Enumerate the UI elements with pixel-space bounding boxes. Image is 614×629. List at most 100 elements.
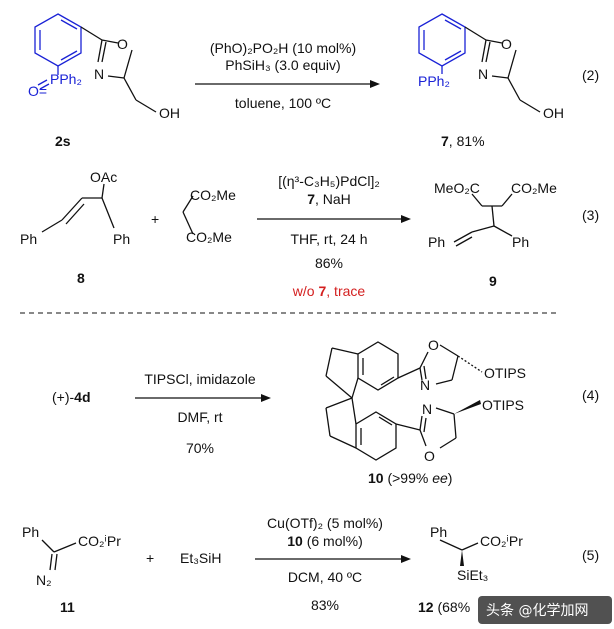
bond — [507, 77, 521, 101]
bond — [397, 367, 421, 379]
equation-number-5: (5) — [582, 547, 599, 563]
plus-sign: + — [151, 211, 159, 227]
catalyst-3: [(η³-C₃H₅)PdCl]₂ — [278, 173, 380, 189]
bond — [491, 75, 509, 79]
ester-label: CO₂Me — [186, 229, 232, 245]
bond — [101, 183, 105, 199]
bond — [65, 203, 85, 225]
bond — [53, 542, 77, 553]
oxide-oxygen: O= — [28, 83, 47, 99]
watermark-background — [478, 596, 612, 624]
base-3: , NaH — [315, 191, 351, 207]
compound-11-structure — [41, 539, 77, 571]
bond — [49, 553, 53, 571]
oxazoline-oxygen-2s: O — [117, 36, 128, 52]
additive-3: 7, NaH — [307, 191, 351, 207]
product-ee-10-unit: ee — [432, 470, 448, 486]
bond — [331, 347, 359, 355]
bond — [471, 193, 483, 207]
control-result: , trace — [326, 283, 365, 299]
phenyl-label: Ph — [430, 524, 447, 540]
aromatic-bond — [378, 416, 393, 426]
product-label-12-number: 12 — [418, 599, 434, 615]
reagent-4: TIPSCl, imidazole — [144, 371, 255, 387]
product-label-10: 10 (>99% ee) — [368, 470, 452, 486]
arrowhead-4 — [261, 394, 271, 402]
ligand-5: 10 (6 mol%) — [287, 533, 362, 549]
aromatic-bond — [60, 50, 78, 61]
equation-4: (+)-4d TIPSCl, imidazole DMF, rt 70% — [52, 337, 599, 486]
compound-12-structure — [439, 539, 479, 566]
silyl-ether-bottom: OTIPS — [482, 397, 524, 413]
compound-8-structure — [41, 183, 115, 233]
bond — [325, 375, 353, 399]
oxazoline-oxygen-7: O — [501, 36, 512, 52]
diazo-label: N₂ — [36, 572, 52, 588]
acetate-label: OAc — [90, 169, 117, 185]
control-ligand-label: 7 — [318, 283, 326, 299]
equation-number-3: (3) — [582, 207, 599, 223]
compound-label-4d: 4d — [74, 389, 90, 405]
product-label-7: 7, 81% — [441, 133, 485, 149]
bond — [97, 39, 103, 63]
silane-reagent: Et₃SiH — [180, 550, 222, 566]
bond — [54, 553, 58, 571]
compound-9-structure — [453, 193, 513, 247]
bond — [455, 236, 473, 247]
ester-label: CO₂ⁱPr — [78, 533, 121, 549]
aryl-ring-7 — [418, 13, 466, 67]
condition-2: toluene, 100 ºC — [235, 95, 331, 111]
bond — [329, 435, 357, 449]
equation-number-4: (4) — [582, 387, 599, 403]
control-experiment: w/o 7, trace — [292, 283, 366, 299]
aromatic-bond — [60, 19, 78, 30]
ester-label: CO₂Me — [190, 187, 236, 203]
bond — [182, 211, 194, 235]
bond — [464, 26, 487, 41]
bond — [439, 539, 463, 551]
bond — [351, 397, 357, 425]
bond — [101, 39, 119, 44]
bond — [101, 41, 107, 63]
oxazoline-nitrogen-top: N — [420, 377, 430, 393]
ligand-label-5: 10 — [287, 533, 303, 549]
bond — [107, 75, 125, 79]
compound-label-2s: 2s — [55, 133, 71, 149]
ligand-loading-5: (6 mol%) — [303, 533, 363, 549]
bond — [423, 365, 427, 380]
p-o-bond — [37, 79, 48, 86]
dimethyl-malonate-structure — [182, 195, 194, 235]
bond — [41, 219, 63, 233]
oxazoline-oxygen-bottom: O — [424, 448, 435, 464]
compound-label-11: 11 — [60, 599, 75, 615]
plus-sign: + — [146, 550, 154, 566]
compound-7-structure — [418, 13, 541, 113]
phenyl-label: Ph — [512, 234, 529, 250]
bond — [182, 195, 194, 213]
condition-4: DMF, rt — [177, 409, 222, 425]
oxazoline-2s-structure — [80, 26, 157, 113]
silyl-ether-top: OTIPS — [484, 365, 526, 381]
hydroxyl-7: OH — [543, 105, 564, 121]
watermark: 头条 @化学加网 — [478, 596, 612, 624]
wedge-bond — [454, 400, 481, 414]
aromatic-bond — [380, 376, 395, 386]
phenyl-label: Ph — [22, 524, 39, 540]
bond — [435, 407, 455, 415]
ester-label: CO₂ⁱPr — [480, 533, 523, 549]
bond — [325, 407, 331, 437]
bond — [325, 347, 333, 377]
bond — [419, 351, 429, 369]
yield-3: 86% — [315, 255, 343, 271]
bond — [419, 429, 427, 447]
bond — [61, 197, 83, 221]
yield-4: 70% — [186, 440, 214, 456]
spiro-aryl-ring-bottom — [355, 411, 397, 461]
aromatic-bond — [444, 50, 462, 61]
phenyl-label: Ph — [113, 231, 130, 247]
hashed-bond — [457, 355, 483, 373]
bond — [481, 39, 487, 63]
catalyst-5: Cu(OTf)₂ (5 mol%) — [267, 515, 383, 531]
starting-material-4d: (+)-4d — [52, 389, 91, 405]
phosphine-group-2s: PPh₂ — [50, 71, 82, 87]
